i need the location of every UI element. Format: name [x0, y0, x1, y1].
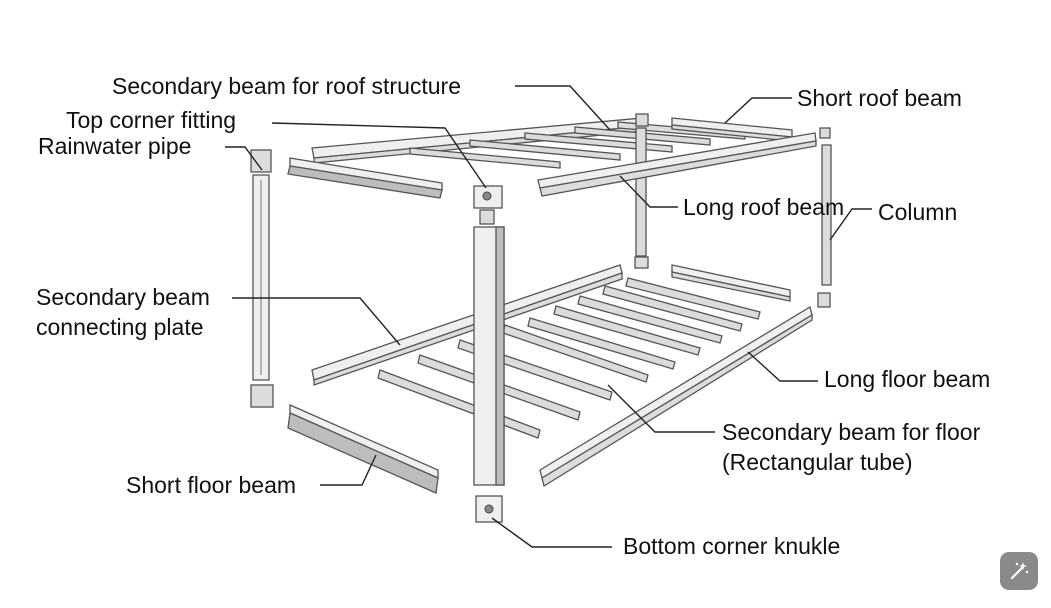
magic-wand-button[interactable]: [1000, 552, 1038, 590]
label-secondary-roof-beam: Secondary beam for roof structure: [112, 73, 461, 99]
long-roof-beam: [537, 132, 817, 197]
label-column: Column: [878, 199, 958, 225]
long-floor-beam: [539, 305, 813, 488]
rainwater-pipe-column: [250, 149, 274, 408]
top-corner-fitting-back: [635, 113, 649, 127]
floor-secondary-beams: [377, 277, 761, 439]
label-secondary-floor-line1: Secondary beam for floor: [722, 419, 981, 445]
label-bottom-corner-knuckle: Bottom corner knukle: [623, 533, 841, 559]
bottom-corner-knuckle: [475, 495, 503, 523]
label-top-corner-fitting: Top corner fitting: [66, 107, 237, 133]
label-connecting-plate-line2: connecting plate: [36, 314, 204, 340]
label-secondary-floor-line2: (Rectangular tube): [722, 449, 913, 475]
front-left-short-roof-beam: [287, 157, 443, 199]
top-corner-fitting: [473, 185, 503, 209]
label-short-floor-beam: Short floor beam: [126, 472, 297, 498]
back-long-floor-beam: [311, 264, 623, 386]
front-column: [473, 209, 505, 486]
label-long-roof-beam: Long roof beam: [683, 194, 845, 220]
short-floor-beam: [287, 404, 439, 494]
right-column: [817, 127, 832, 308]
back-short-floor-beam: [671, 264, 791, 302]
label-short-roof-beam: Short roof beam: [797, 85, 962, 111]
magic-wand-icon: [1008, 560, 1030, 582]
label-connecting-plate-line1: Secondary beam: [36, 284, 210, 310]
label-long-floor-beam: Long floor beam: [824, 366, 991, 392]
leader-lines: [225, 85, 872, 548]
label-rainwater-pipe: Rainwater pipe: [38, 133, 192, 159]
